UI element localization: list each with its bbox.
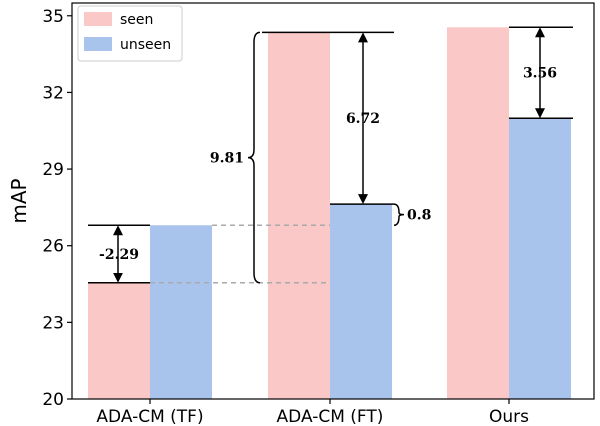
y-tick-label: 20	[42, 390, 64, 410]
label-ours-diff: 3.56	[523, 66, 557, 82]
bar-seen-0	[88, 282, 150, 399]
y-axis-label: mAP	[7, 178, 31, 223]
x-tick-label: Ours	[489, 407, 529, 426]
y-tick-label: 23	[42, 313, 64, 333]
legend-swatch-unseen	[84, 37, 112, 51]
label-tf-diff: -2.29	[99, 247, 139, 263]
legend-swatch-seen	[84, 12, 112, 26]
y-tick-label: 29	[42, 160, 64, 180]
x-tick-label: ADA-CM (FT)	[277, 407, 384, 426]
x-tick-label: ADA-CM (TF)	[96, 407, 203, 426]
brace-981	[247, 31, 261, 284]
brace-08	[393, 203, 405, 227]
legend-label-seen: seen	[120, 12, 153, 28]
bar-unseen-0	[150, 225, 212, 399]
y-tick-label: 35	[42, 7, 64, 27]
plot-frame	[71, 2, 595, 400]
label-ft-diff: 6.72	[346, 111, 380, 127]
bar-unseen-1	[330, 204, 392, 399]
annotations-layer: -2.29 6.72 9.81 0.8 3.56	[88, 26, 573, 284]
label-981: 9.81	[210, 151, 244, 167]
legend-label-unseen: unseen	[120, 37, 171, 53]
legend: seen unseen	[77, 5, 183, 62]
bar-unseen-2	[509, 118, 571, 399]
label-08: 0.8	[407, 208, 431, 224]
bar-seen-1	[268, 32, 330, 399]
y-tick-label: 26	[42, 237, 64, 257]
bar-seen-2	[447, 27, 509, 400]
y-tick-label: 32	[42, 83, 64, 103]
bars-layer	[88, 27, 571, 400]
